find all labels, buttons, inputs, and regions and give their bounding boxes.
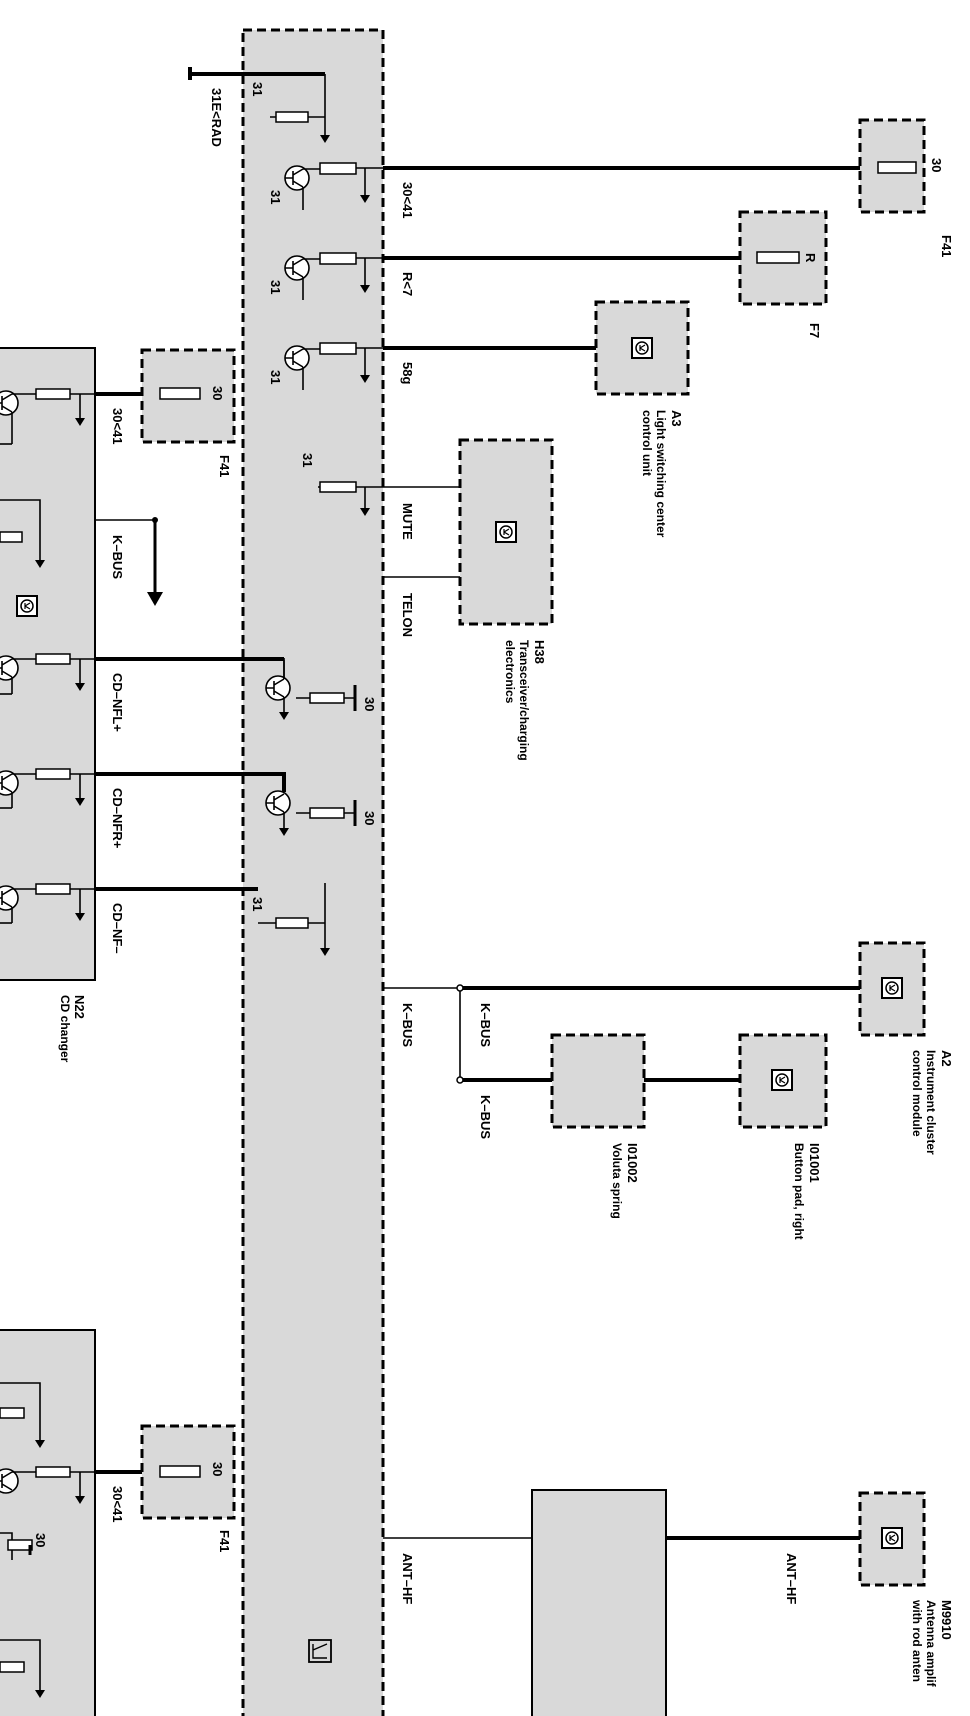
pin-ant-hf-label: ANT–HF <box>400 1553 415 1604</box>
a2-id: A2 <box>939 1050 954 1067</box>
cd-pin-30-41: 30<41 <box>0 388 142 445</box>
svg-text:31: 31 <box>250 897 265 911</box>
lower-pin-30-41: 30<41 <box>0 1466 142 1523</box>
svg-text:30: 30 <box>362 811 377 825</box>
pin-30-41-label: 30<41 <box>400 182 415 219</box>
fuse-f41-mid: 30 F41 <box>140 348 236 477</box>
svg-text:30: 30 <box>210 386 225 400</box>
a3-id: A3 <box>669 410 684 427</box>
module-a3: A3 Light switching center control unit <box>594 300 690 538</box>
m9910-id: M9910 <box>939 1600 954 1640</box>
main-unit-box <box>241 28 385 1716</box>
pin-58g-label: 58g <box>400 362 415 384</box>
svg-text:with rod anten: with rod anten <box>910 1599 924 1682</box>
pin-r7-label: R<7 <box>400 272 415 296</box>
i01002-id: I01002 <box>625 1143 640 1183</box>
circuit-r7: 31 R<7 <box>268 252 415 300</box>
n22-id: N22 <box>72 995 87 1019</box>
svg-text:Voluta spring: Voluta spring <box>610 1143 624 1219</box>
f7-id: F7 <box>807 323 822 338</box>
ecu-icon <box>881 1527 903 1549</box>
pin-kbus-label: K–BUS <box>400 1003 415 1047</box>
antenna-box <box>531 1489 667 1716</box>
module-i01001: I01001 Button pad, right <box>738 1033 828 1240</box>
circuit-58g: 31 58g <box>268 342 415 390</box>
fuse-f41-top: 30 F41 <box>858 118 954 257</box>
pin-mute-label: MUTE <box>400 503 415 540</box>
cd-pin-nfr: CD–NFR+ <box>0 768 286 849</box>
svg-text:control unit: control unit <box>640 410 654 476</box>
circuit-cd-nfr: 30 <box>265 790 377 836</box>
pin-telon-label: TELON <box>400 593 415 637</box>
cd-pin-nf: CD–NF– <box>0 883 258 954</box>
svg-text:electronics: electronics <box>503 640 517 704</box>
svg-text:CD–NF–: CD–NF– <box>110 903 125 954</box>
f41-bottom-id: F41 <box>217 1530 232 1552</box>
module-h38: H38 Transceiver/charging electronics <box>458 438 554 761</box>
module-a2: A2 Instrument cluster control module <box>858 941 954 1155</box>
cd-pin-nfl: CD–NFL+ <box>0 653 284 732</box>
ecu-icon <box>631 337 653 359</box>
svg-text:Antenna amplif: Antenna amplif <box>924 1600 938 1688</box>
svg-text:31: 31 <box>268 190 283 204</box>
unit-symbol-icon <box>308 1639 332 1663</box>
wire-ant-hf-label: ANT–HF <box>784 1553 799 1604</box>
n22-name: CD changer <box>58 995 72 1063</box>
circuit-30-41: 31 30<41 <box>268 162 415 219</box>
svg-text:Light switching center: Light switching center <box>654 410 668 538</box>
fuse-f7: R F7 <box>738 210 828 338</box>
lower-unit-box <box>0 1329 96 1716</box>
svg-text:Instrument cluster: Instrument cluster <box>924 1050 938 1155</box>
circuit-mute: 31 MUTE TELON <box>300 453 415 637</box>
svg-text:Button pad, right: Button pad, right <box>792 1143 806 1240</box>
svg-text:30<41: 30<41 <box>110 408 125 445</box>
svg-text:Transceiver/charging: Transceiver/charging <box>517 640 531 761</box>
module-m9910: M9910 Antenna amplif with rod anten <box>858 1491 954 1688</box>
svg-text:31: 31 <box>268 370 283 384</box>
cd-changer: 30<41 K–BUS CD–NFL+ <box>0 347 286 1063</box>
svg-text:R: R <box>803 253 818 263</box>
wire-kbus-bottom-label: K–BUS <box>478 1095 493 1139</box>
circuit-cd-nf: 31 <box>250 883 330 956</box>
fuse-f41-bottom: 30 F41 <box>140 1424 236 1552</box>
cd-pin-kbus: K–BUS <box>16 517 163 617</box>
svg-text:30: 30 <box>362 697 377 711</box>
i01001-id: I01001 <box>807 1143 822 1183</box>
svg-text:31: 31 <box>300 453 315 467</box>
module-i01002: I01002 Voluta spring <box>550 1033 646 1219</box>
ecu-icon <box>16 595 38 617</box>
ecu-icon <box>771 1069 793 1091</box>
svg-text:31: 31 <box>268 280 283 294</box>
ground-31-rad: 31E<RAD 31 <box>188 67 330 147</box>
kbus-junction: K–BUS K–BUS K–BUS <box>383 984 860 1139</box>
ant-hf-path: ANT–HF ANT–HF <box>383 1489 860 1716</box>
svg-text:30: 30 <box>929 158 944 172</box>
ground-label: 31E<RAD <box>209 88 224 147</box>
svg-text:CD–NFL+: CD–NFL+ <box>110 673 125 732</box>
f41-mid-id: F41 <box>217 455 232 477</box>
ecu-icon <box>495 521 517 543</box>
svg-text:CD–NFR+: CD–NFR+ <box>110 788 125 849</box>
wire-kbus-top-label: K–BUS <box>478 1003 493 1047</box>
f41-top-id: F41 <box>939 235 954 257</box>
svg-text:control module: control module <box>910 1050 924 1137</box>
h38-id: H38 <box>532 640 547 664</box>
svg-text:30: 30 <box>210 1462 225 1476</box>
terminal-31-label: 31 <box>250 82 265 96</box>
circuit-cd-nfl: 30 <box>265 658 377 720</box>
svg-text:K–BUS: K–BUS <box>110 535 125 579</box>
main-unit <box>241 28 385 1716</box>
svg-text:30: 30 <box>33 1533 48 1547</box>
ecu-icon <box>881 977 903 999</box>
lower-unit: 30<41 30 <box>0 1329 142 1716</box>
svg-text:30<41: 30<41 <box>110 1486 125 1523</box>
